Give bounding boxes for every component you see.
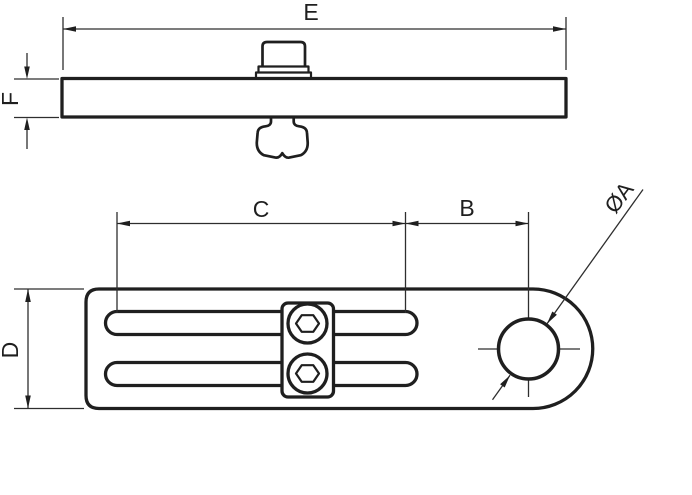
dim-c-arrow-left bbox=[117, 220, 130, 227]
leader-line-upper bbox=[546, 189, 644, 325]
dimension-e: E bbox=[62, 0, 567, 70]
stud-head bbox=[261, 40, 307, 74]
top-view: E F bbox=[0, 0, 568, 160]
dim-d-arrow-bottom bbox=[25, 395, 31, 409]
slot-lower bbox=[103, 360, 419, 388]
dim-b-arrow-right bbox=[515, 220, 529, 227]
hole bbox=[496, 317, 561, 381]
dim-c-label: C bbox=[253, 196, 270, 222]
dim-f-arrow-top bbox=[24, 66, 30, 79]
dim-e-label: E bbox=[303, 0, 318, 25]
dim-c-arrow-right bbox=[392, 220, 406, 227]
dim-e-arrow-right bbox=[553, 26, 566, 32]
bar-side-profile bbox=[60, 76, 568, 119]
dim-e-arrow-left bbox=[63, 26, 76, 32]
dimension-d: D bbox=[0, 288, 84, 410]
dim-d-arrow-top bbox=[25, 289, 31, 302]
dim-d-label: D bbox=[0, 342, 23, 359]
dim-b-arrow-left bbox=[405, 220, 419, 227]
t-nut-clip bbox=[255, 114, 310, 160]
slot-upper bbox=[103, 309, 419, 337]
dimension-f: F bbox=[0, 53, 59, 149]
dim-f-arrow-bottom bbox=[24, 117, 30, 130]
dimension-b: B bbox=[405, 195, 529, 227]
dim-f-label: F bbox=[0, 92, 23, 106]
plan-view: C B D ØA bbox=[0, 177, 644, 411]
leader-arrow-upper bbox=[547, 311, 557, 324]
bolt-upper-hex-socket bbox=[294, 314, 321, 333]
dim-b-label: B bbox=[459, 195, 474, 221]
dim-diameter-a-label: ØA bbox=[599, 177, 638, 218]
bolt-lower-hex-socket bbox=[294, 364, 321, 383]
dimension-c: C bbox=[116, 196, 407, 313]
leader-arrow-lower bbox=[500, 375, 510, 388]
